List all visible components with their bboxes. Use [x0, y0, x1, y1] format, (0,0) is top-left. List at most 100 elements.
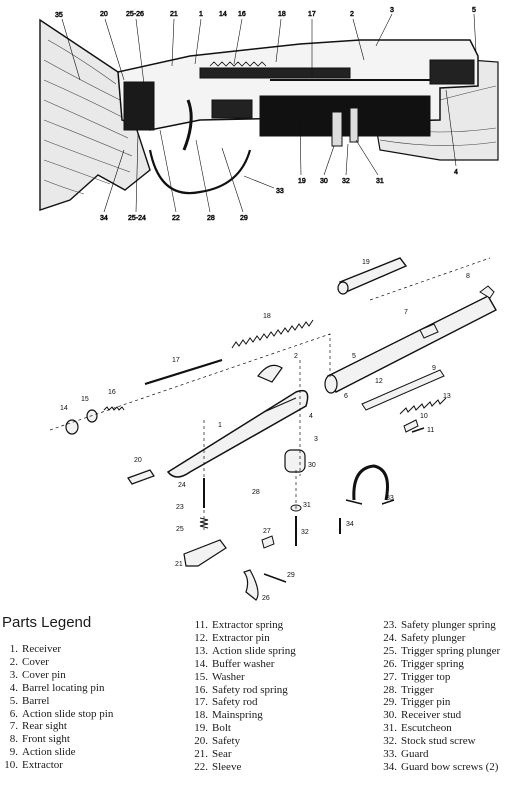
callout-label: 18	[263, 313, 271, 320]
legend-item: 9.Action slide	[9, 746, 76, 759]
legend-column-3: 23.Safety plunger spring 24.Safety plung…	[381, 619, 500, 774]
callout-label: 34	[346, 521, 354, 528]
callout-label: 2	[294, 353, 298, 360]
callout-label: 3	[314, 436, 318, 443]
callout-label: 4	[454, 169, 458, 176]
legend-item: 13.Action slide spring	[194, 644, 296, 657]
barrel-part	[327, 295, 497, 393]
callout-label: 7	[404, 309, 408, 316]
callout-label: 32	[301, 529, 309, 536]
callout-label: 29	[287, 572, 295, 579]
callout-label: 21	[175, 561, 183, 568]
callout-label: 16	[108, 389, 116, 396]
callout-label: 26	[262, 595, 270, 602]
callout-label: 14	[60, 405, 68, 412]
legend-item: 31.Escutcheon	[383, 722, 452, 735]
callout-label: 5	[352, 353, 356, 360]
legend-item: 23.Safety plunger spring	[383, 619, 496, 631]
legend-column-1: 1.Receiver 2.Cover 3.Cover pin 4.Barrel …	[4, 643, 113, 772]
callout-label: 1	[199, 11, 203, 18]
callout-label: 27	[263, 528, 271, 535]
legend-item: 17.Safety rod	[194, 696, 258, 709]
bolt-part	[338, 257, 408, 293]
cutaway-callouts: 35 20 25-26 21 1 14 16 18 17 2 3 5 4 31 …	[55, 7, 477, 223]
legend-item: 26.Trigger spring	[383, 657, 464, 670]
legend-item: 8.Front sight	[9, 733, 70, 746]
callout-label: 9	[432, 365, 436, 372]
legend-item: 15.Washer	[194, 670, 245, 683]
legend-item: 27.Trigger top	[383, 670, 451, 683]
callout-label: 34	[100, 215, 108, 222]
legend-column-2: 11.Extractor spring 12.Extractor pin 13.…	[192, 619, 296, 774]
callout-label: 20	[134, 457, 142, 464]
callout-label: 17	[172, 357, 180, 364]
callout-label: 19	[362, 259, 370, 266]
legend-item: 3.Cover pin	[9, 668, 66, 681]
callout-label: 22	[172, 215, 180, 222]
legend-item: 7.Rear sight	[9, 720, 67, 733]
cutaway-assembly	[39, 18, 499, 211]
action-slide-part	[361, 369, 445, 411]
legend-item: 18.Mainspring	[194, 709, 263, 722]
callout-label: 16	[238, 11, 246, 18]
callout-label: 28	[207, 215, 215, 222]
legend-item: 16.Safety rod spring	[194, 683, 288, 696]
callout-label: 20	[100, 11, 108, 18]
legend-item: 12.Extractor pin	[194, 631, 270, 644]
legend-item: 5.Barrel	[9, 694, 50, 707]
legend-item: 22.Sleeve	[194, 760, 242, 773]
legend-title: Parts Legend	[2, 614, 92, 631]
legend-item: 14.Buffer washer	[194, 657, 275, 670]
callout-label: 25-24	[128, 215, 146, 222]
callout-label: 25-26	[126, 11, 144, 18]
callout-label: 14	[219, 11, 227, 18]
callout-label: 33	[276, 188, 284, 195]
callout-label: 28	[252, 489, 260, 496]
callout-label: 13	[443, 393, 451, 400]
callout-label: 31	[376, 178, 384, 185]
legend-item: 33.Guard	[383, 748, 429, 761]
legend-item: 20.Safety	[194, 735, 241, 748]
callout-label: 15	[81, 396, 89, 403]
trigger-guard	[148, 149, 252, 195]
trigger	[182, 99, 193, 151]
callout-label: 10	[420, 413, 428, 420]
legend-item: 24.Safety plunger	[383, 631, 466, 644]
callout-label: 30	[308, 462, 316, 469]
callout-label: 33	[386, 495, 394, 502]
callout-label: 25	[176, 526, 184, 533]
exploded-callouts: 19 8 18 7 2 5 6 17 12 9 3 13 16 15 14 11…	[60, 259, 470, 602]
legend-item: 29.Trigger pin	[383, 696, 451, 709]
legend-item: 11.Extractor spring	[194, 619, 284, 631]
legend-item: 1.Receiver	[9, 643, 62, 655]
exploded-view	[49, 257, 497, 601]
legend-item: 34.Guard bow screws (2)	[383, 760, 499, 773]
callout-label: 32	[342, 178, 350, 185]
callout-label: 23	[176, 504, 184, 511]
legend-item: 6.Action slide stop pin	[9, 707, 114, 720]
callout-label: 3	[390, 7, 394, 14]
callout-label: 17	[308, 11, 316, 18]
callout-label: 11	[427, 427, 434, 434]
callout-label: 21	[170, 11, 178, 18]
legend-item: 32.Stock stud screw	[383, 735, 476, 748]
callout-label: 4	[309, 413, 313, 420]
callout-label: 6	[344, 393, 348, 400]
receiver-part	[166, 389, 309, 478]
callout-label: 29	[240, 215, 248, 222]
legend-item: 28.Trigger	[383, 683, 434, 696]
callout-label: 8	[466, 273, 470, 280]
legend-item: 25.Trigger spring plunger	[383, 644, 501, 657]
legend-item: 2.Cover	[9, 655, 49, 668]
legend-item: 10.Extractor	[4, 759, 63, 772]
legend-item: 4.Barrel locating pin	[9, 681, 105, 694]
callout-label: 12	[375, 378, 383, 385]
legend-item: 21.Sear	[194, 748, 232, 761]
callout-label: 5	[472, 7, 476, 14]
callout-label: 24	[178, 482, 186, 489]
legend-item: 30.Receiver stud	[383, 709, 462, 722]
rifle-parts-diagram: 35 20 25-26 21 1 14 16 18 17 2 3 5 4 31 …	[39, 7, 499, 602]
callout-label: 35	[55, 12, 63, 19]
callout-label: 1	[218, 422, 222, 429]
callout-label: 2	[350, 11, 354, 18]
